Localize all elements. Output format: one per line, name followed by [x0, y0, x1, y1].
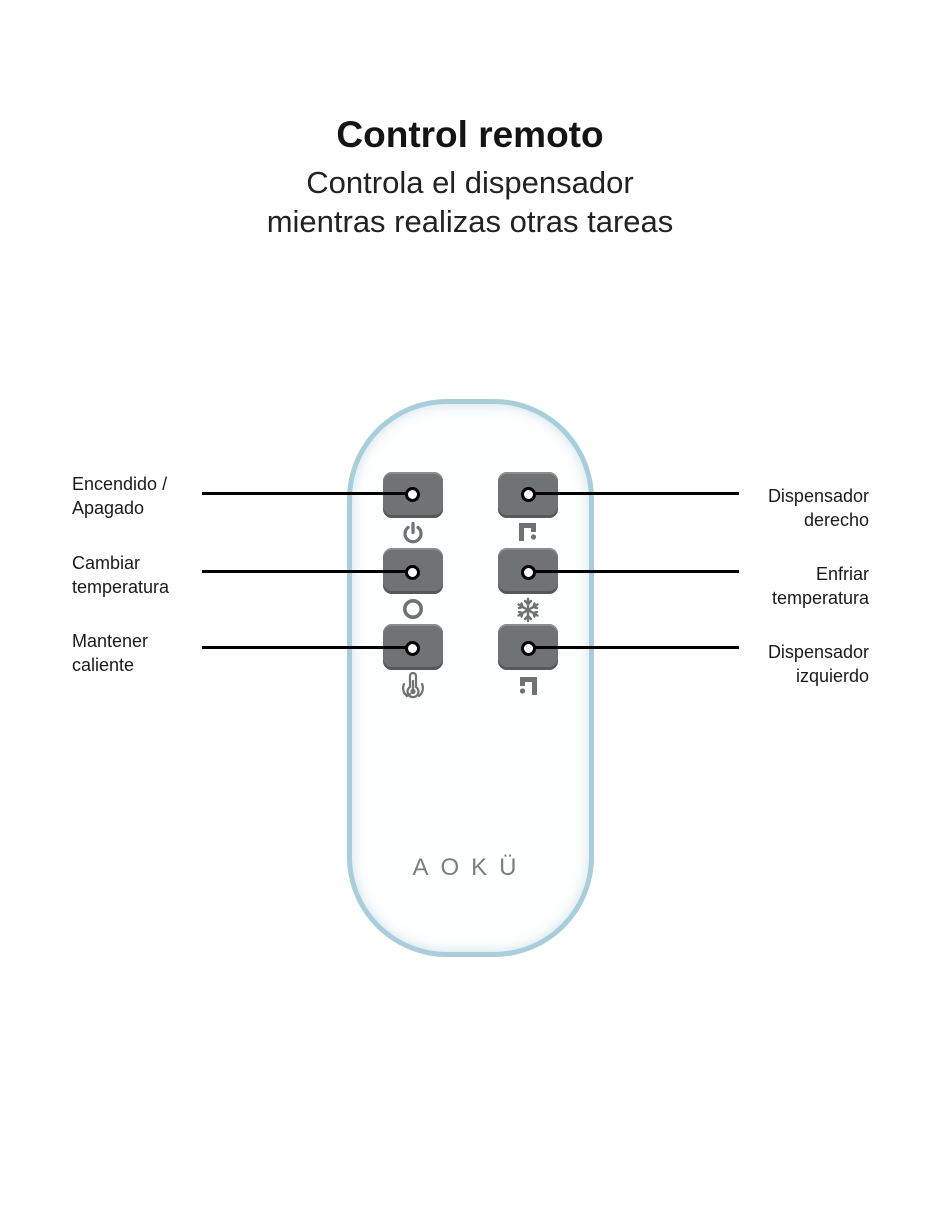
page-subtitle-line-2: mientras realizas otras tareas — [266, 204, 674, 239]
label-change-temperature-line-1: Cambiar — [72, 553, 141, 573]
leader-line-change-temperature — [202, 570, 411, 573]
label-keep-warm: Mantener caliente — [72, 629, 148, 677]
label-keep-warm-line-1: Mantener — [72, 631, 149, 651]
page-subtitle-line-1: Controla el dispensador — [306, 165, 634, 200]
pointer-dot-power — [405, 487, 420, 502]
leader-line-keep-warm — [202, 646, 411, 649]
pointer-dot-left-dispenser — [521, 641, 536, 656]
leader-line-power — [202, 492, 411, 495]
right-tap-icon — [519, 523, 537, 541]
brand-logo: AOKÜ — [412, 854, 529, 881]
pointer-dot-right-dispenser — [521, 487, 536, 502]
label-right-dispenser-line-1: Dispensador — [767, 486, 869, 506]
leader-line-cool-temperature — [528, 570, 739, 573]
ring-icon — [403, 599, 423, 619]
pointer-dot-keep-warm — [405, 641, 420, 656]
label-cool-temperature-line-2: temperatura — [771, 588, 869, 608]
thermometer-icon — [402, 672, 424, 699]
label-left-dispenser-line-2: izquierdo — [795, 666, 869, 686]
label-power: Encendido / Apagado — [72, 472, 167, 520]
leader-line-left-dispenser — [528, 646, 739, 649]
page-title: Control remoto — [336, 114, 604, 155]
pointer-dot-change-temperature — [405, 565, 420, 580]
leader-line-right-dispenser — [528, 492, 739, 495]
pointer-dot-cool-temperature — [521, 565, 536, 580]
label-left-dispenser: Dispensador izquierdo — [768, 640, 869, 688]
label-right-dispenser: Dispensador derecho — [768, 484, 869, 532]
label-keep-warm-line-2: caliente — [72, 655, 135, 675]
remote-control: AOKÜ — [352, 404, 589, 952]
label-cool-temperature-line-1: Enfriar — [815, 564, 869, 584]
label-change-temperature-line-2: temperatura — [72, 577, 170, 597]
snowflake-icon — [517, 597, 539, 623]
label-power-line-1: Encendido / — [72, 474, 168, 494]
label-power-line-2: Apagado — [72, 498, 145, 518]
power-icon — [403, 521, 423, 544]
label-cool-temperature: Enfriar temperatura — [772, 562, 869, 610]
left-tap-icon — [519, 677, 537, 695]
label-left-dispenser-line-1: Dispensador — [767, 642, 869, 662]
label-right-dispenser-line-2: derecho — [803, 510, 869, 530]
label-change-temperature: Cambiar temperatura — [72, 551, 169, 599]
